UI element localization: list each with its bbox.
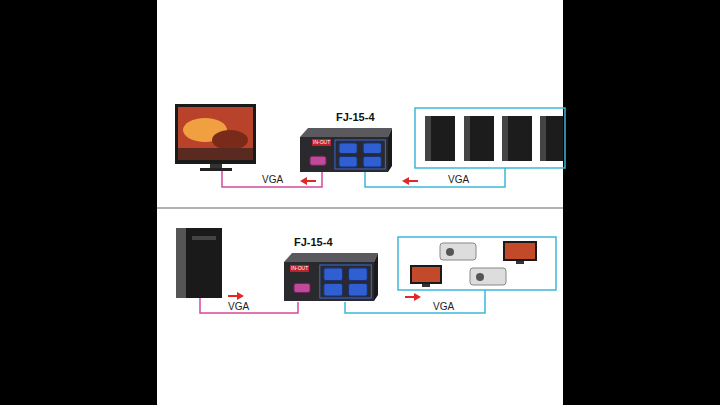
vga-port: [349, 268, 368, 281]
divider: [157, 207, 563, 209]
vga-port: [324, 268, 343, 281]
box-side: [388, 128, 392, 172]
vga-port: [294, 283, 310, 292]
signal-label: VGA: [262, 174, 283, 185]
pc-towers: [425, 116, 563, 161]
box-top: [284, 253, 378, 262]
signal-label: VGA: [448, 174, 469, 185]
port-frame: [320, 265, 372, 298]
vga-wire: [222, 171, 322, 187]
model-name: FJ-15-4: [294, 236, 333, 248]
vga-port: [324, 284, 343, 297]
vga-port: [339, 143, 357, 154]
flow-arrow: [300, 177, 418, 185]
signal-label: VGA: [433, 301, 454, 312]
pc-tower: [176, 228, 222, 298]
panel: [157, 0, 563, 405]
box-top: [300, 128, 392, 137]
vga-port: [310, 156, 326, 165]
monitor: [175, 104, 256, 171]
port-label: IN-OUT: [290, 265, 309, 272]
signal-label: VGA: [228, 301, 249, 312]
splitter-node: FJ-15-4IN-OUT: [296, 108, 396, 174]
model-name: FJ-15-4: [336, 111, 375, 123]
source-group: [415, 108, 565, 168]
vga-wire: [200, 298, 298, 313]
port-frame: [335, 140, 385, 169]
displays: [410, 241, 537, 287]
splitter-node: FJ-15-4IN-OUT: [280, 233, 382, 303]
vga-port: [363, 143, 381, 154]
display-group: [398, 237, 556, 290]
vga-port: [363, 157, 381, 168]
box-front: [300, 137, 388, 172]
vga-port: [339, 157, 357, 168]
port-label: IN-OUT: [312, 139, 331, 146]
vga-port: [349, 284, 368, 297]
box-front: [284, 262, 374, 301]
box-side: [374, 253, 378, 301]
